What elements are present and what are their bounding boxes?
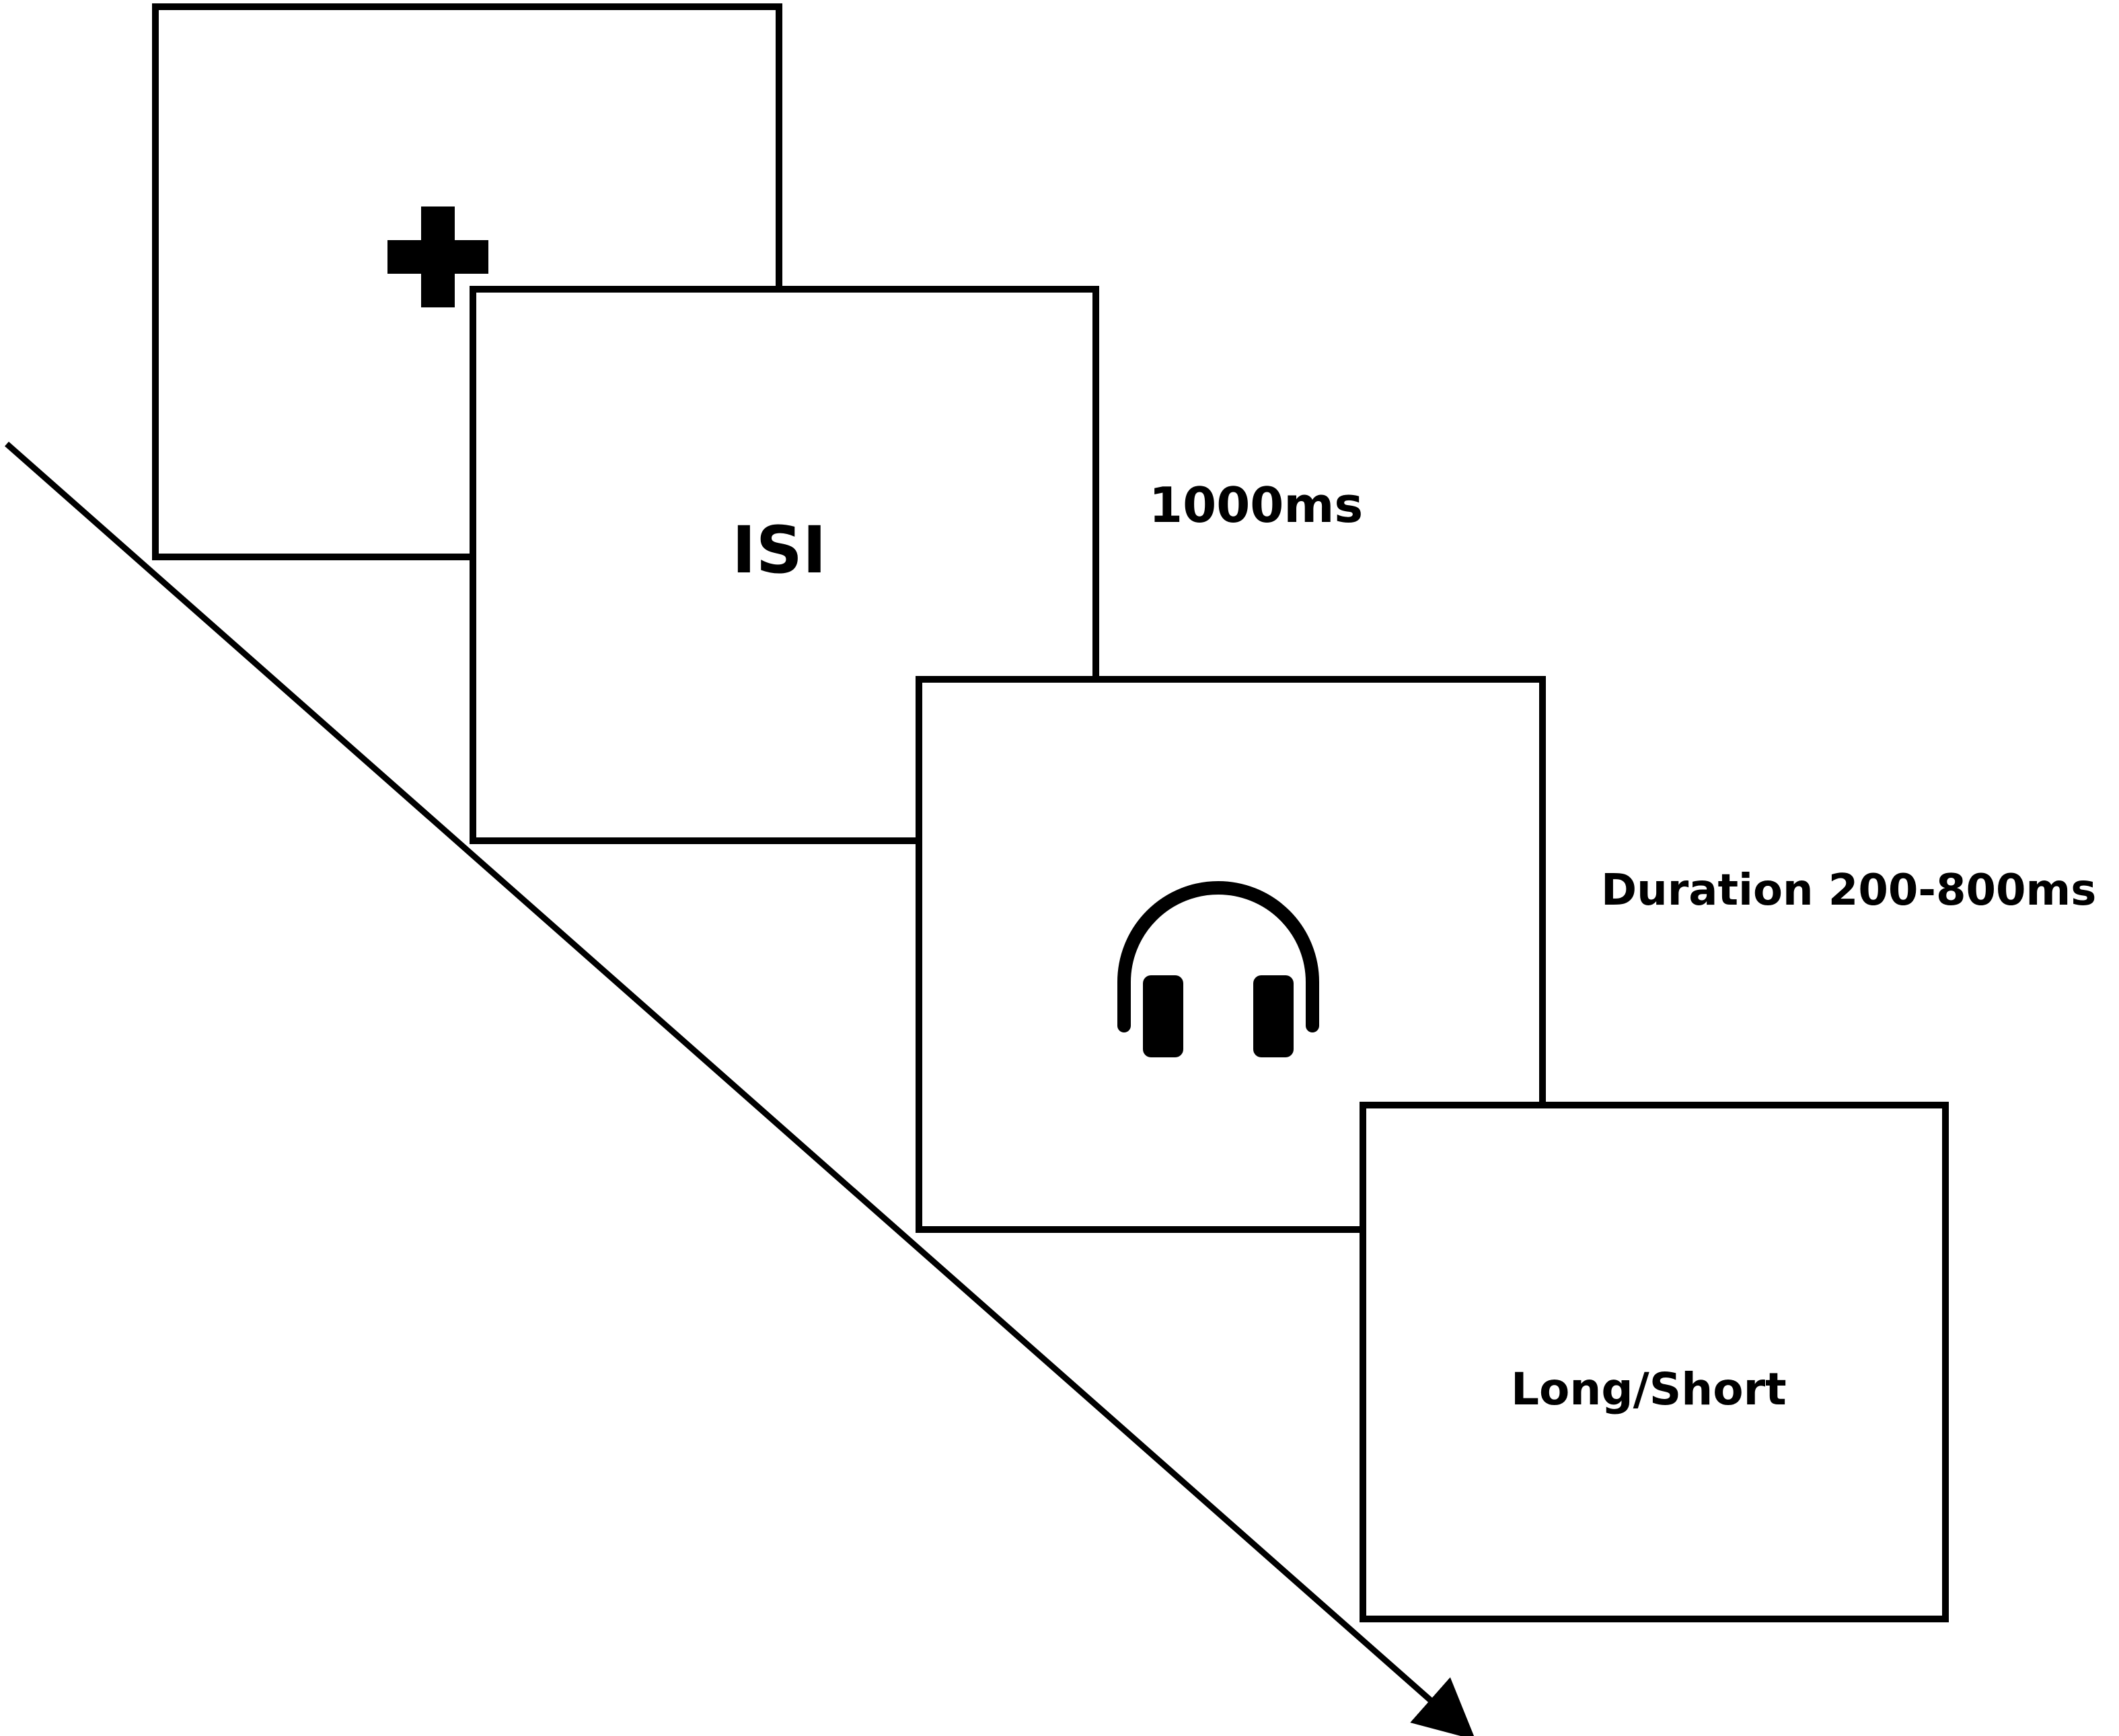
headphones-icon [1117,881,1319,1057]
fixation-cross-icon [387,206,488,307]
stimulus-duration-label: Duration 200-800ms [1601,866,2097,915]
isi-label: ISI [732,513,827,588]
response-label: Long/Short [1511,1363,1787,1415]
isi-duration-label: 1000ms [1149,477,1364,533]
response-frame: Long/Short [1360,1102,1949,1622]
